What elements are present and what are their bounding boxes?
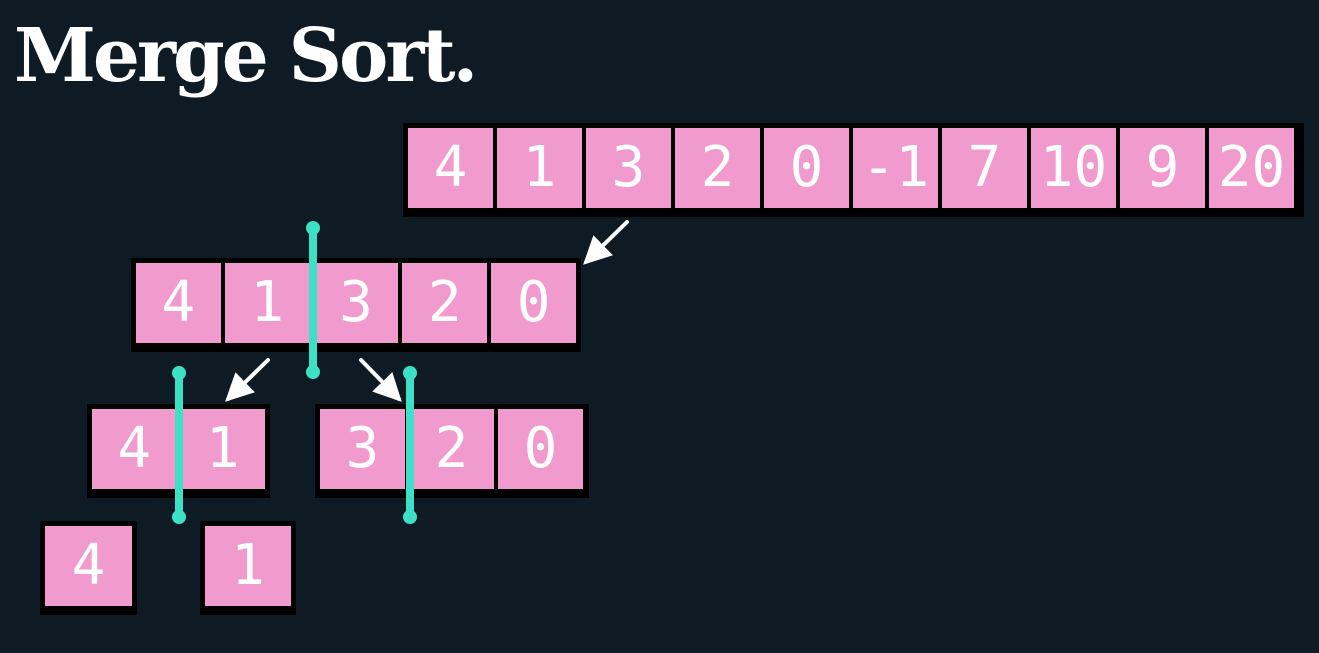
array-cell: 9 (1120, 128, 1205, 208)
array-cell: 4 (45, 526, 132, 606)
array-cell: 3 (586, 128, 671, 208)
array-cell: 0 (764, 128, 849, 208)
array-cell: 3 (320, 409, 405, 489)
arrow-icon (225, 358, 270, 402)
array-cell: 7 (942, 128, 1027, 208)
array-leaf-a: 4 (40, 521, 137, 615)
array-cell: 2 (402, 263, 488, 343)
array-cell: 1 (205, 526, 291, 606)
array-cell: 4 (92, 409, 177, 489)
array-cell: -1 (853, 128, 938, 208)
array-cell: 3 (313, 263, 399, 343)
array-cell: 4 (408, 128, 493, 208)
array-cell: 4 (136, 263, 221, 343)
array-cell: 10 (1031, 128, 1116, 208)
array-cell: 2 (675, 128, 760, 208)
array-cell: 1 (180, 409, 265, 489)
arrow-icon (359, 358, 402, 402)
page-title: Merge Sort. (14, 13, 478, 99)
array-cell: 20 (1209, 128, 1294, 208)
array-cell: 2 (409, 409, 494, 489)
array-leaf-b: 1 (200, 521, 296, 615)
array-cell: 1 (224, 263, 310, 343)
arrow-icon (583, 220, 629, 265)
array-cell: 0 (498, 409, 583, 489)
array-cell: 1 (497, 128, 582, 208)
array-cell: 0 (491, 263, 576, 343)
